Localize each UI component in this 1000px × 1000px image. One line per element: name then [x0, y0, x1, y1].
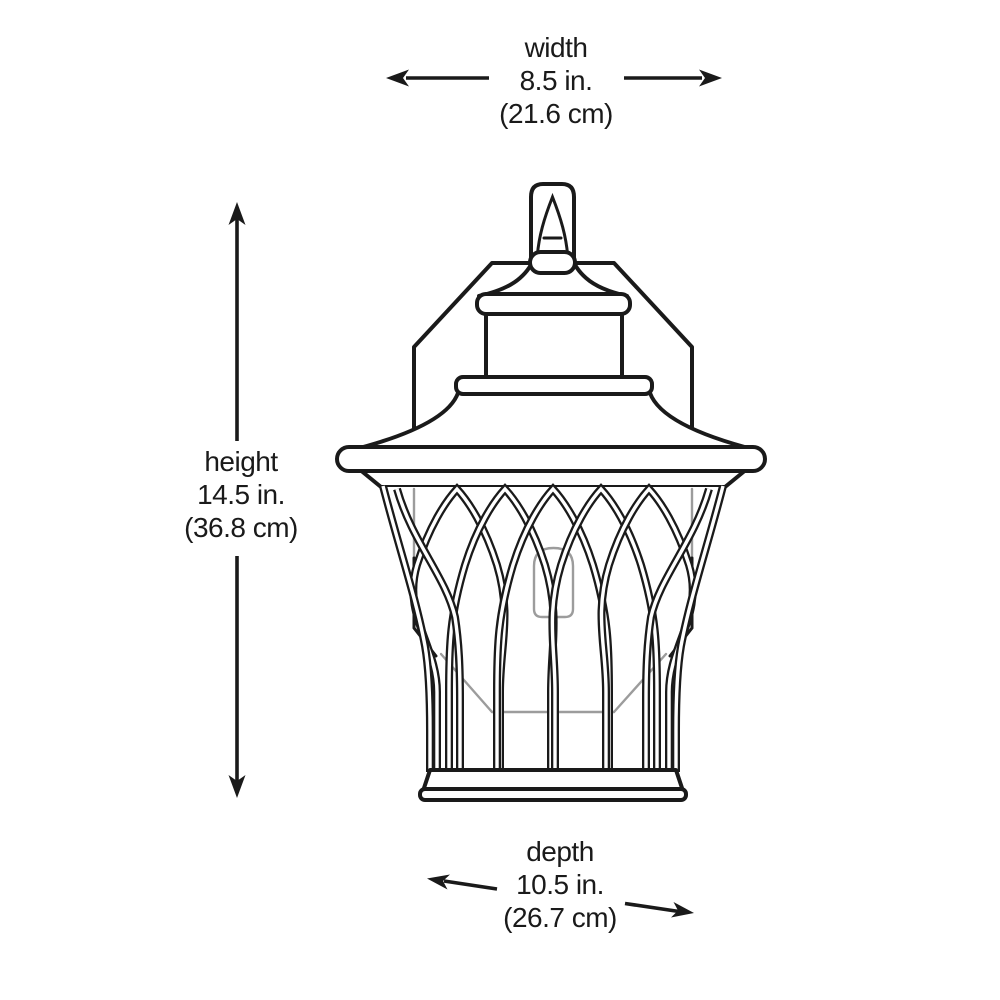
height-arrowhead-up	[228, 202, 246, 225]
depth-dim-line-right	[624, 901, 680, 914]
width-label: width	[524, 32, 588, 63]
cap-band-upper	[475, 292, 632, 316]
finial-collar	[528, 250, 577, 275]
cap-band-lower	[454, 375, 654, 396]
finial-flame	[535, 192, 570, 263]
base-plinth	[418, 787, 688, 802]
height-dimension: height 14.5 in. (36.8 cm)	[91, 445, 391, 544]
width-dimension: width 8.5 in. (21.6 cm)	[406, 31, 706, 130]
cage-outer-rib-core	[674, 485, 725, 772]
height-inches: 14.5 in.	[197, 479, 285, 510]
depth-dimension: depth 10.5 in. (26.7 cm)	[410, 835, 710, 934]
depth-arrowhead-left	[427, 874, 450, 890]
height-label: height	[204, 446, 278, 477]
roof	[335, 375, 767, 489]
depth-cm: (26.7 cm)	[503, 902, 617, 933]
finial-body	[529, 182, 576, 263]
finial	[528, 182, 577, 275]
cage-outer-rib-core	[381, 485, 432, 772]
cage-side-rib-core	[395, 488, 462, 772]
width-cm: (21.6 cm)	[499, 98, 613, 129]
depth-dim-line-left	[443, 879, 498, 891]
base	[418, 768, 688, 802]
width-arrowhead-right	[699, 69, 722, 87]
height-cm: (36.8 cm)	[184, 512, 298, 543]
lantern-cage	[379, 483, 727, 772]
dimension-arrows	[228, 69, 722, 918]
depth-arrowhead-right	[671, 902, 694, 918]
cap-assembly	[475, 257, 632, 382]
width-inches: 8.5 in.	[519, 65, 593, 96]
cage-side-rib-core	[644, 488, 711, 772]
roof-rim	[335, 445, 767, 473]
depth-inches: 10.5 in.	[516, 869, 604, 900]
depth-label: depth	[526, 836, 594, 867]
cage-arches	[379, 483, 727, 772]
width-arrowhead-left	[386, 69, 409, 87]
cap-neck	[484, 310, 624, 382]
height-arrowhead-down	[228, 775, 246, 798]
